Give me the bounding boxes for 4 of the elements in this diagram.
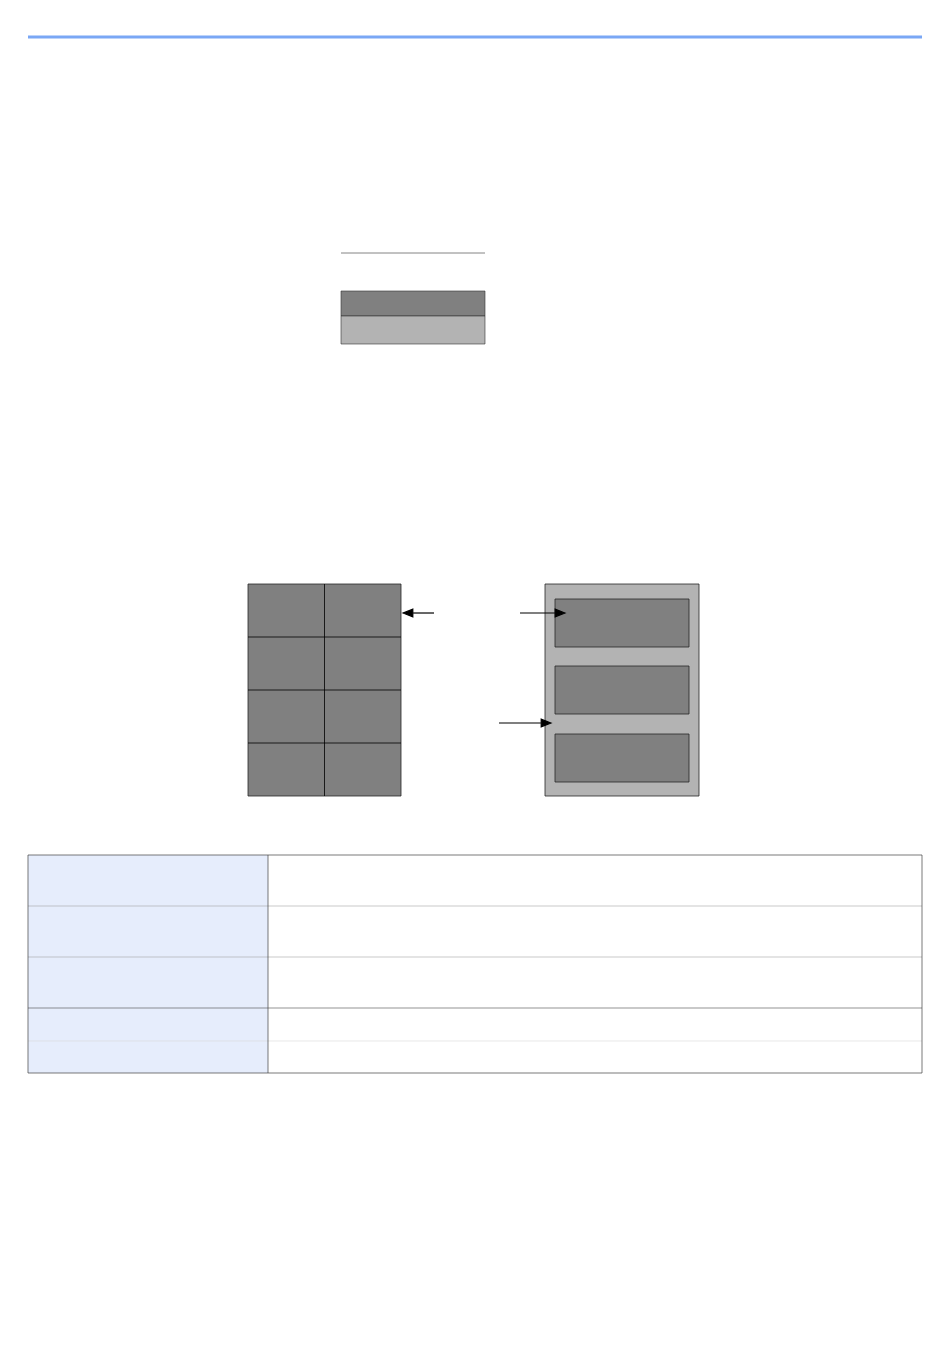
content-block [554, 598, 690, 648]
content-block [554, 733, 690, 783]
page-grid [247, 583, 402, 797]
content-block [554, 665, 690, 715]
